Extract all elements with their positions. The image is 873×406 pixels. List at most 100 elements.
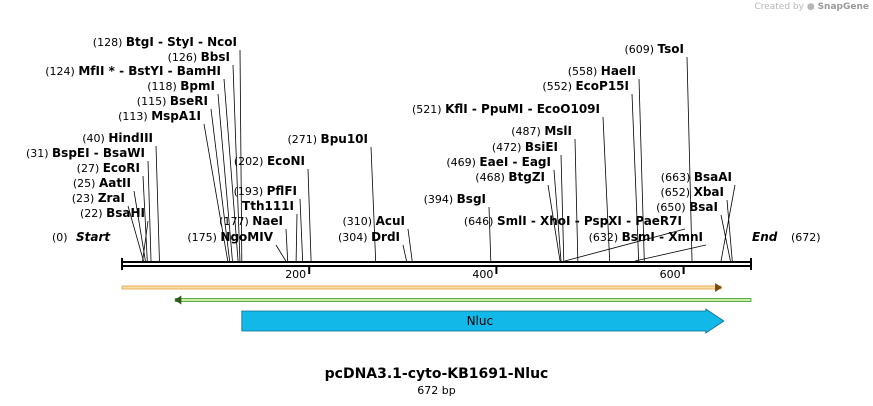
site-label[interactable]: (468) BtgZI xyxy=(475,170,545,184)
credit-prefix: Created by xyxy=(754,2,804,12)
site-label[interactable]: (652) XbaI xyxy=(661,185,724,199)
site-line xyxy=(564,228,686,262)
site-label[interactable]: (487) MslI xyxy=(511,124,572,138)
site-enzymes: HaeII xyxy=(601,64,636,78)
site-label[interactable]: (193) PflFI xyxy=(234,184,297,198)
site-label[interactable]: (552) EcoP15I xyxy=(542,79,629,93)
site-line xyxy=(239,49,243,262)
site-line xyxy=(275,244,287,262)
site-enzymes: KflI - PpuMI - EcoO109I xyxy=(445,102,600,116)
site-position: (521) xyxy=(412,103,445,116)
site-label[interactable]: (27) EcoRI xyxy=(77,161,140,175)
end-position: (672) xyxy=(791,231,821,244)
site-label[interactable]: (113) MspA1I xyxy=(118,109,201,123)
site-position: (124) xyxy=(45,65,78,78)
site-label[interactable]: (31) BspEI - BsaWI xyxy=(26,146,145,160)
map-length: 672 bp xyxy=(417,384,456,397)
site-label[interactable]: (128) BtgI - StyI - NcoI xyxy=(93,35,237,49)
nluc-feature-arrow[interactable] xyxy=(241,308,725,334)
site-label[interactable]: (25) AatII xyxy=(73,176,131,190)
site-enzymes: NaeI xyxy=(252,214,283,228)
site-position: (310) xyxy=(343,215,376,228)
site-position: (22) xyxy=(80,207,106,220)
map-title: pcDNA3.1-cyto-KB1691-Nluc xyxy=(324,366,549,382)
site-enzymes: XbaI xyxy=(694,185,724,199)
site-line xyxy=(285,228,289,262)
site-lines xyxy=(127,49,736,262)
site-position: (113) xyxy=(118,110,151,123)
site-label[interactable]: (558) HaeII xyxy=(568,64,636,78)
site-position: (118) xyxy=(147,80,180,93)
feature-green-arrowhead xyxy=(174,295,182,305)
site-position: (25) xyxy=(73,177,99,190)
site-enzymes: MspA1I xyxy=(151,109,201,123)
site-label[interactable]: (469) EaeI - EagI xyxy=(446,155,551,169)
site-line xyxy=(147,160,152,262)
site-line xyxy=(155,145,160,262)
ruler-tick-label: 600 xyxy=(660,268,681,281)
site-enzymes: HindIII xyxy=(108,131,153,145)
site-enzymes: BbsI xyxy=(201,50,230,64)
feature-orange-bar[interactable] xyxy=(121,285,722,290)
site-position: (193) xyxy=(234,185,267,198)
site-position: (115) xyxy=(137,95,170,108)
site-label[interactable]: (126) BbsI xyxy=(168,50,230,64)
site-label[interactable]: (304) DrdI xyxy=(338,230,400,244)
site-line xyxy=(574,138,579,262)
site-position: (177) xyxy=(219,215,252,228)
site-label[interactable]: (118) BpmI xyxy=(147,79,215,93)
site-line xyxy=(127,205,144,262)
site-label[interactable]: (124) MfII * - BstYI - BamHI xyxy=(45,64,221,78)
site-position: (128) xyxy=(93,36,126,49)
site-label[interactable]: (521) KflI - PpuMI - EcoO109I xyxy=(412,102,600,116)
site-label[interactable]: (22) BsaHI xyxy=(80,206,145,220)
site-position: (472) xyxy=(492,141,525,154)
site-enzymes: BtgZI xyxy=(508,170,545,184)
ruler-tick-label: 200 xyxy=(285,268,306,281)
site-label[interactable]: (394) BsgI xyxy=(424,192,486,206)
site-line xyxy=(223,78,239,262)
site-label[interactable]: (472) BsiEI xyxy=(492,140,558,154)
site-label[interactable]: (177) NaeI xyxy=(219,214,283,228)
site-line xyxy=(602,116,611,262)
site-label[interactable]: (202) EcoNI xyxy=(234,154,305,168)
site-position: (394) xyxy=(424,193,457,206)
site-line xyxy=(547,184,561,262)
site-enzymes: BsaAI xyxy=(694,170,732,184)
site-label[interactable]: (663) BsaAI xyxy=(661,170,732,184)
feature-green-bar[interactable] xyxy=(174,298,752,302)
site-label[interactable]: (646) SmlI - XhoI - PspXI - PaeR7I xyxy=(464,214,682,228)
site-label[interactable]: (115) BseRI xyxy=(137,94,208,108)
site-line xyxy=(307,168,312,262)
site-enzymes: SmlI - XhoI - PspXI - PaeR7I xyxy=(497,214,682,228)
site-label[interactable]: (310) AcuI xyxy=(343,214,406,228)
site-position: (552) xyxy=(542,80,575,93)
site-label[interactable]: Tth111I xyxy=(242,199,294,213)
site-enzymes: BspEI - BsaWI xyxy=(52,146,145,160)
site-line xyxy=(407,228,413,262)
site-enzymes: EaeI - EagI xyxy=(479,155,551,169)
site-label[interactable]: (40) HindIII xyxy=(82,131,153,145)
site-line xyxy=(634,244,707,262)
site-enzymes: BsaI xyxy=(689,200,718,214)
site-position: (469) xyxy=(446,156,479,169)
site-label[interactable]: (175) NgoMIV xyxy=(187,230,273,244)
site-position: (487) xyxy=(511,125,544,138)
site-position: (304) xyxy=(338,231,371,244)
site-enzymes: EcoRI xyxy=(103,161,140,175)
site-enzymes: BsgI xyxy=(457,192,486,206)
site-position: (646) xyxy=(464,215,497,228)
site-enzymes: DrdI xyxy=(371,230,400,244)
site-position: (663) xyxy=(661,171,694,184)
features: Nluc xyxy=(121,283,752,334)
site-label[interactable]: (632) BsmI - XmnI xyxy=(589,230,703,244)
site-line xyxy=(726,199,733,262)
site-label[interactable]: (23) ZraI xyxy=(72,191,125,205)
site-label[interactable]: (271) Bpu10I xyxy=(287,132,368,146)
site-label[interactable]: (650) BsaI xyxy=(656,200,718,214)
site-position: (126) xyxy=(168,51,201,64)
site-enzymes: BsmI - XmnI xyxy=(622,230,703,244)
site-label[interactable]: (609) TsoI xyxy=(624,42,684,56)
site-position: (652) xyxy=(661,186,694,199)
